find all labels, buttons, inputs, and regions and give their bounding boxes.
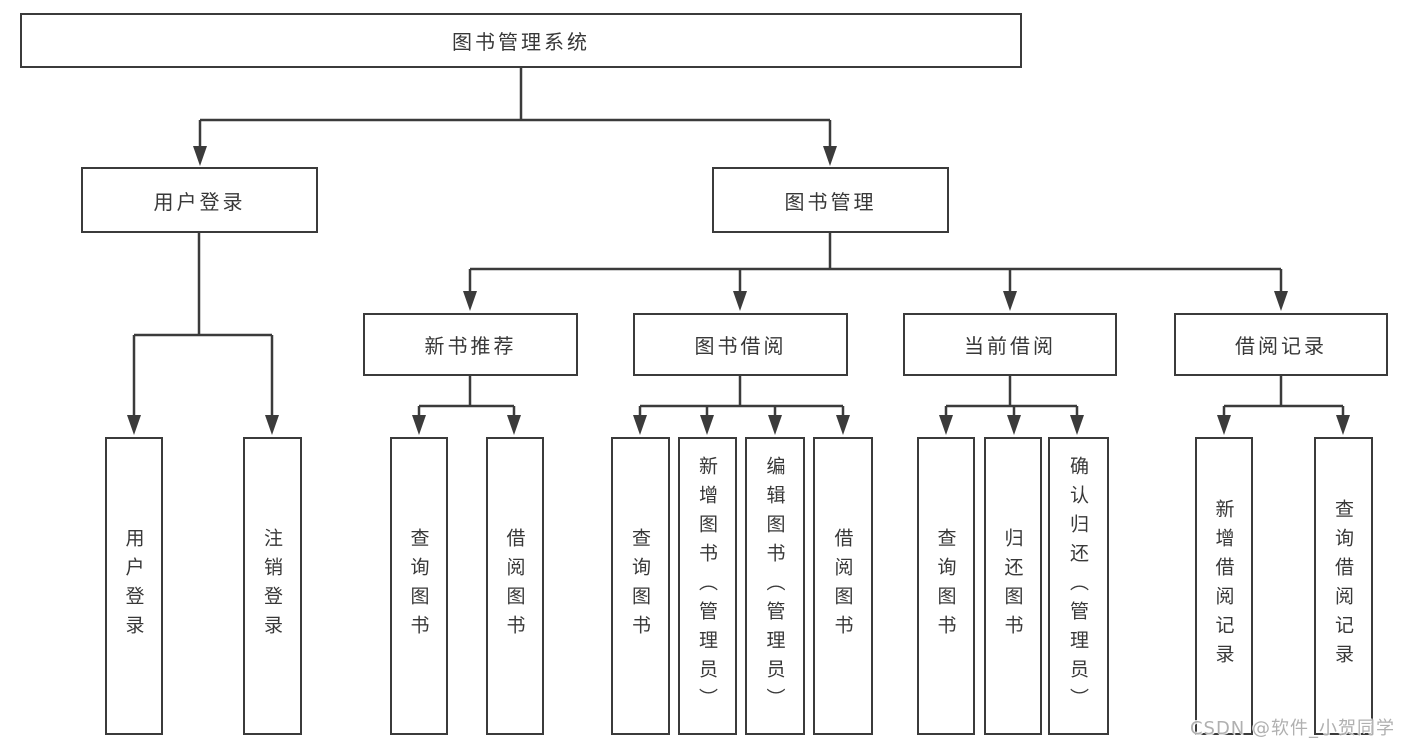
node-label: 注销登录 (261, 528, 283, 644)
leaf-return-book: 归还图书 (984, 437, 1042, 735)
arrowhead (733, 291, 747, 311)
connector-borrow-record-split (1222, 374, 1345, 419)
leaf-query-book-borrow: 查询图书 (611, 437, 670, 735)
node-label: 用户登录 (122, 528, 145, 644)
node-label: 新增借阅记录 (1212, 499, 1235, 673)
leaf-borrow-book: 借阅图书 (813, 437, 873, 735)
node-label: 归还图书 (1001, 528, 1024, 644)
node-label: 查询借阅记录 (1332, 499, 1354, 673)
connector-current-borrow-split (944, 374, 1079, 419)
arrowhead (412, 415, 426, 435)
leaf-query-borrow-record: 查询借阅记录 (1314, 437, 1373, 735)
node-label: 查询图书 (934, 528, 957, 644)
node-new-book-recommend: 新书推荐 (363, 313, 578, 376)
arrowhead (127, 415, 141, 435)
node-library-management-system: 图书管理系统 (20, 13, 1022, 68)
leaf-query-book-current: 查询图书 (917, 437, 975, 735)
arrowheads (127, 146, 1350, 435)
connector-book-mgmt-split (468, 233, 1283, 295)
node-label: 图书管理 (784, 189, 877, 214)
connector-root-split (198, 68, 832, 150)
arrowhead (1217, 415, 1231, 435)
arrowhead (700, 415, 714, 435)
arrowhead (836, 415, 850, 435)
arrowhead (768, 415, 782, 435)
node-label: 新增图书（管理员） (696, 455, 718, 717)
connector-book-borrow-split (638, 374, 845, 419)
arrowhead (1274, 291, 1288, 311)
arrowhead (193, 146, 207, 166)
leaf-query-book-recommend: 查询图书 (390, 437, 448, 735)
leaf-add-borrow-record: 新增借阅记录 (1195, 437, 1253, 735)
arrowhead (1336, 415, 1350, 435)
node-label: 新书推荐 (424, 334, 517, 358)
arrowhead (507, 415, 521, 435)
arrowhead (463, 291, 477, 311)
leaf-edit-book-admin: 编辑图书（管理员） (745, 437, 805, 735)
node-label: 查询图书 (407, 528, 430, 644)
arrowhead (1070, 415, 1084, 435)
node-label: 图书管理系统 (452, 30, 590, 54)
arrowhead (265, 415, 279, 435)
node-label: 图书借阅 (694, 334, 787, 358)
node-book-borrow: 图书借阅 (633, 313, 848, 376)
arrowhead (1007, 415, 1021, 435)
connector-user-login-split (132, 233, 274, 419)
arrowhead (939, 415, 953, 435)
leaf-borrow-book-recommend: 借阅图书 (486, 437, 544, 735)
node-label: 确认归还（管理员） (1067, 455, 1089, 717)
leaf-logout: 注销登录 (243, 437, 302, 735)
node-borrow-record: 借阅记录 (1174, 313, 1388, 376)
node-current-borrow: 当前借阅 (903, 313, 1117, 376)
arrowhead (823, 146, 837, 166)
node-label: 当前借阅 (964, 334, 1056, 358)
node-book-management: 图书管理 (712, 167, 949, 233)
node-label: 编辑图书（管理员） (763, 455, 786, 717)
leaf-user-login: 用户登录 (105, 437, 163, 735)
csdn-watermark: CSDN @软件_小贺同学 (1189, 718, 1395, 739)
node-user-login: 用户登录 (81, 167, 318, 233)
node-label: 查询图书 (629, 528, 651, 644)
node-label: 借阅记录 (1235, 334, 1327, 358)
leaf-add-book-admin: 新增图书（管理员） (678, 437, 737, 735)
node-label: 用户登录 (153, 189, 246, 214)
leaf-confirm-return-admin: 确认归还（管理员） (1048, 437, 1109, 735)
node-label: 借阅图书 (503, 528, 526, 644)
node-label: 借阅图书 (831, 528, 854, 644)
arrowhead (1003, 291, 1017, 311)
arrowhead (633, 415, 647, 435)
connector-new-book-split (417, 374, 516, 419)
